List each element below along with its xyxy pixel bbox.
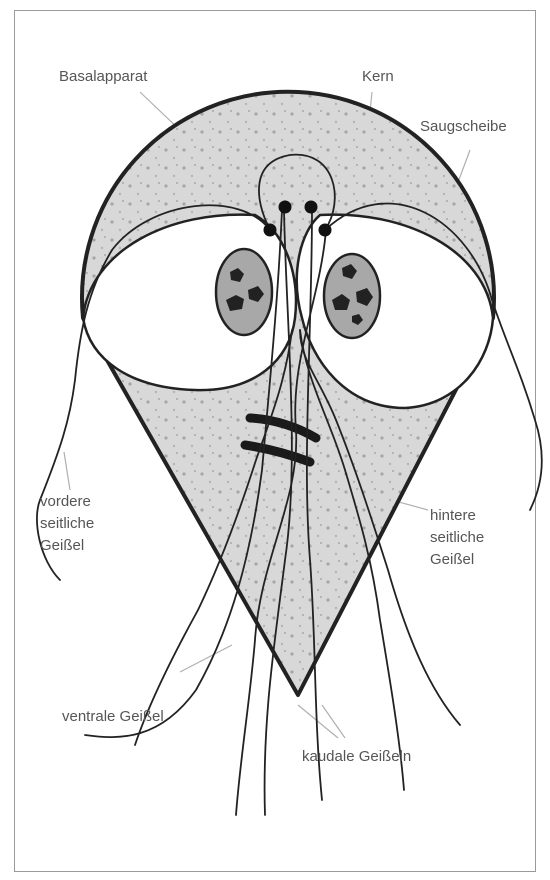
label-basalapparat: Basalapparat — [59, 66, 147, 88]
label-hintere-seitliche-geissel: hintere seitliche Geißel — [430, 505, 484, 571]
label-vordere-line2: seitliche — [40, 513, 94, 535]
label-ventrale-geissel: ventrale Geißel — [62, 706, 164, 728]
label-kern: Kern — [362, 66, 394, 88]
leader-ventrale — [180, 645, 232, 672]
nucleus-left — [216, 249, 272, 335]
label-saugscheibe: Saugscheibe — [420, 116, 507, 138]
label-hintere-line1: hintere — [430, 505, 484, 527]
label-vordere-line1: vordere — [40, 491, 94, 513]
label-vordere-line3: Geißel — [40, 535, 94, 557]
label-kaudale-geisseln: kaudale Geißeln — [302, 746, 411, 768]
label-hintere-line3: Geißel — [430, 549, 484, 571]
leader-kaudale-2 — [322, 705, 345, 738]
nucleus-right — [324, 254, 380, 338]
label-vordere-seitliche-geissel: vordere seitliche Geißel — [40, 491, 94, 557]
label-hintere-line2: seitliche — [430, 527, 484, 549]
leader-vordere — [64, 452, 70, 490]
